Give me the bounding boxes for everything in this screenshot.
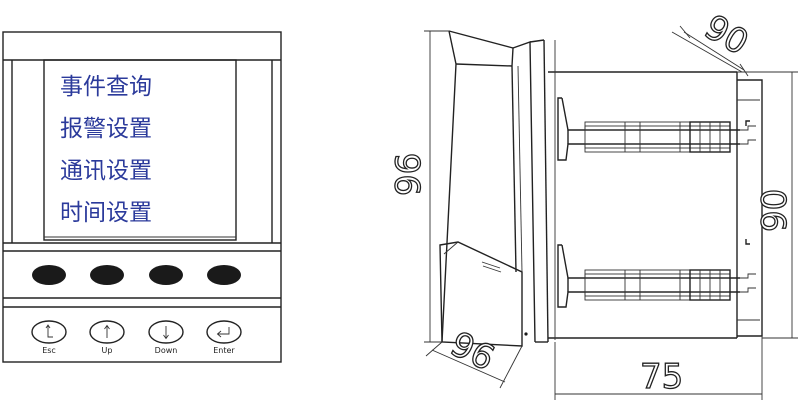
down-button[interactable]: Down [148, 320, 184, 355]
indicator-light [32, 265, 66, 285]
case-body [512, 39, 763, 343]
dimension-front-height: 96 [388, 30, 449, 343]
dimension-label-front-height: 96 [389, 153, 429, 196]
lower-mounting-clamp [557, 239, 756, 308]
esc-button[interactable]: Esc [31, 320, 67, 355]
up-arrow-icon [104, 324, 110, 338]
down-arrow-icon [163, 326, 169, 340]
dimension-top-depth: 90 [671, 7, 756, 77]
return-arrow-icon [45, 324, 53, 338]
dimension-label-body-length: 75 [640, 357, 683, 397]
enter-arrow-icon [216, 327, 230, 338]
side-view: 90 96 96 90 75 [388, 7, 798, 400]
menu-item-event-query[interactable]: 事件查询 [60, 74, 152, 100]
menu-item-comm-settings[interactable]: 通讯设置 [60, 158, 152, 184]
indicator-lights [32, 265, 241, 285]
esc-button-label: Esc [42, 346, 56, 355]
indicator-light [90, 265, 124, 285]
enter-button-label: Enter [213, 346, 235, 355]
indicator-light [207, 265, 241, 285]
dimension-body-height: 90 [737, 71, 798, 339]
front-panel-frame [2, 31, 282, 363]
dimension-label-bottom-depth: 96 [444, 324, 500, 379]
lcd-screen [43, 59, 237, 241]
down-button-label: Down [155, 346, 178, 355]
dimension-label-body-height: 90 [755, 189, 795, 232]
dimension-body-length: 75 [554, 336, 763, 400]
up-button-label: Up [102, 346, 113, 355]
indicator-light [149, 265, 183, 285]
menu-item-alarm-settings[interactable]: 报警设置 [60, 116, 152, 142]
front-bezel [439, 30, 528, 347]
menu-item-time-settings[interactable]: 时间设置 [60, 200, 152, 226]
upper-mounting-clamp [557, 97, 756, 161]
enter-button[interactable]: Enter [206, 320, 242, 355]
front-view: 事件查询 报警设置 通讯设置 时间设置 Esc Up Down [2, 31, 282, 363]
dimension-label-top-depth: 90 [698, 7, 755, 63]
up-button[interactable]: Up [89, 320, 125, 355]
dimension-bottom-depth: 96 [425, 323, 523, 389]
